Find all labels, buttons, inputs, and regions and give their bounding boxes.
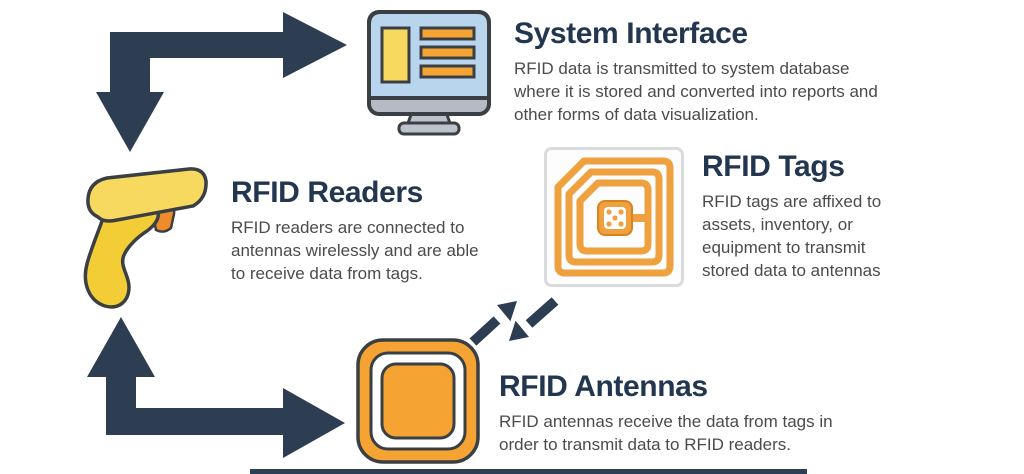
rfid-readers-title: RFID Readers xyxy=(231,176,423,209)
rfid-readers-description: RFID readers are connected to antennas w… xyxy=(231,218,479,284)
monitor-icon xyxy=(367,10,491,136)
section-system-interface: System Interface RFID data is transmitte… xyxy=(514,17,914,126)
footer-bar xyxy=(250,469,807,474)
antenna-icon xyxy=(356,338,480,464)
section-rfid-tags: RFID Tags RFID tags are affixed to asset… xyxy=(702,150,932,282)
rfid-tags-description: RFID tags are affixed to assets, invento… xyxy=(702,192,882,281)
rfid-tags-title: RFID Tags xyxy=(702,150,845,183)
section-rfid-antennas: RFID Antennas RFID antennas receive the … xyxy=(499,370,899,456)
rfid-tag-icon xyxy=(544,147,684,287)
arrow-antenna-to-reader xyxy=(87,317,345,458)
rfid-antennas-title: RFID Antennas xyxy=(499,370,708,403)
arrows-tag-antenna-exchange xyxy=(469,297,559,346)
rfid-antennas-description: RFID antennas receive the data from tags… xyxy=(499,412,833,455)
section-rfid-readers: RFID Readers RFID readers are connected … xyxy=(231,176,501,285)
scanner-icon xyxy=(83,167,208,309)
system-interface-description: RFID data is transmitted to system datab… xyxy=(514,59,878,125)
system-interface-title: System Interface xyxy=(514,17,748,50)
arrow-reader-to-interface xyxy=(96,12,347,152)
